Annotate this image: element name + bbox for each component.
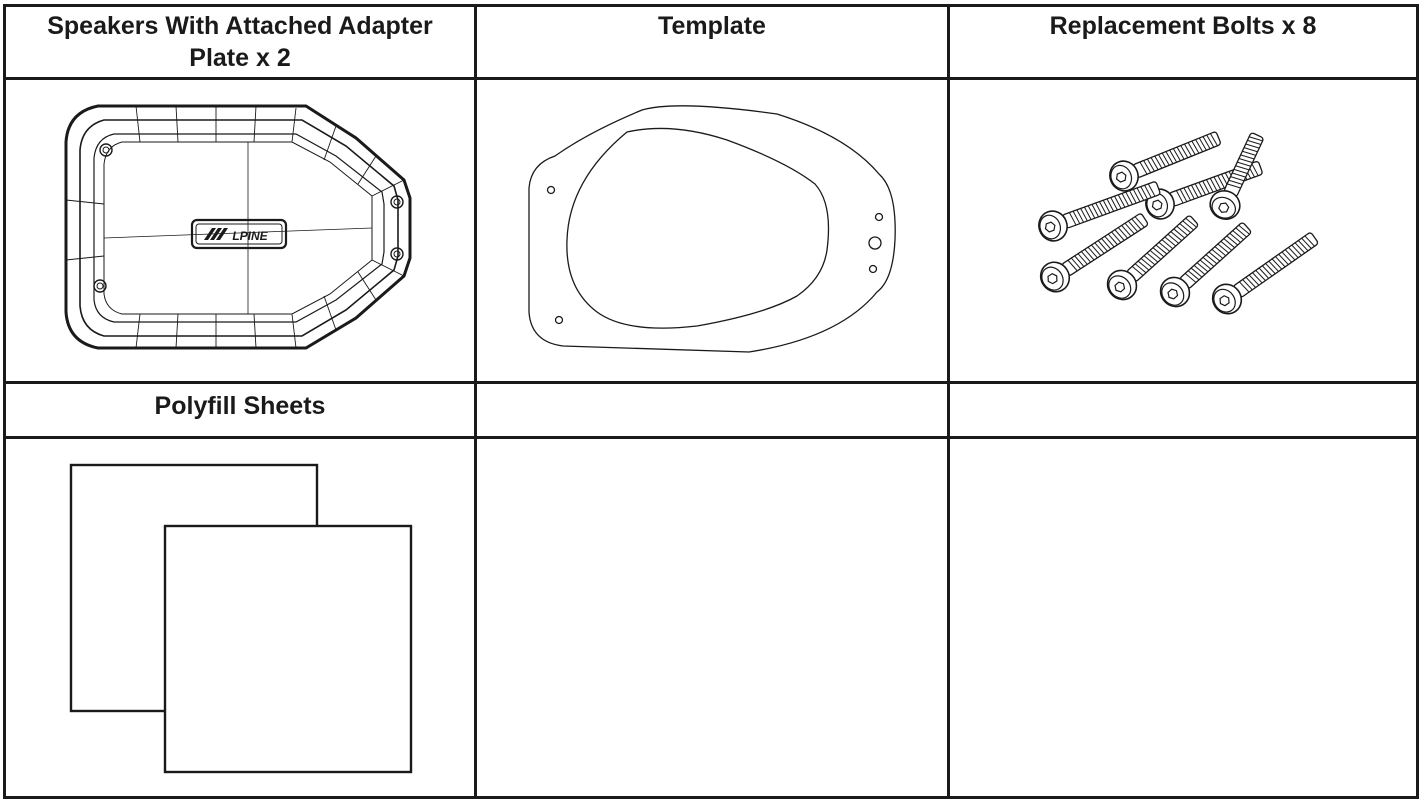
header-cell-empty-1 bbox=[477, 384, 947, 436]
header-speakers: Speakers With Attached Adapter Plate x 2 bbox=[47, 12, 433, 72]
bolt-4 bbox=[1038, 181, 1161, 242]
bolts-icon bbox=[1038, 131, 1319, 315]
bolt-8 bbox=[1211, 232, 1319, 315]
column-divider bbox=[474, 7, 477, 796]
column-divider bbox=[947, 7, 950, 796]
speaker-icon: LPINE bbox=[64, 104, 412, 350]
bolt-1 bbox=[1109, 131, 1221, 192]
header-cell-empty-2 bbox=[950, 384, 1416, 436]
image-cell-bolts bbox=[950, 80, 1416, 381]
parts-table: Speakers With Attached Adapter Plate x 2… bbox=[3, 4, 1419, 799]
template-icon bbox=[528, 105, 896, 353]
bolt-3 bbox=[1209, 132, 1264, 220]
header-bolts: Replacement Bolts x 8 bbox=[1049, 12, 1317, 40]
image-cell-speakers: LPINE bbox=[6, 80, 474, 381]
empty-cell-2 bbox=[950, 439, 1416, 796]
row-divider bbox=[6, 381, 1416, 384]
polyfill-sheet-front bbox=[163, 524, 413, 774]
header-polyfill: Polyfill Sheets bbox=[154, 392, 326, 420]
header-cell-polyfill: Polyfill Sheets bbox=[6, 384, 474, 436]
polyfill-icon bbox=[69, 463, 413, 774]
row-divider bbox=[6, 436, 1416, 439]
header-template: Template bbox=[658, 12, 766, 40]
row-divider bbox=[6, 77, 1416, 80]
bolt-5 bbox=[1039, 213, 1149, 293]
speaker-logo-text: LPINE bbox=[232, 229, 268, 243]
bolt-7 bbox=[1159, 222, 1252, 308]
header-cell-bolts: Replacement Bolts x 8 bbox=[950, 7, 1416, 77]
image-cell-polyfill bbox=[6, 439, 474, 796]
header-cell-template: Template bbox=[477, 7, 947, 77]
header-cell-speakers: Speakers With Attached Adapter Plate x 2 bbox=[6, 7, 474, 77]
image-cell-template bbox=[477, 80, 947, 381]
empty-cell-1 bbox=[477, 439, 947, 796]
bolt-6 bbox=[1106, 215, 1199, 301]
